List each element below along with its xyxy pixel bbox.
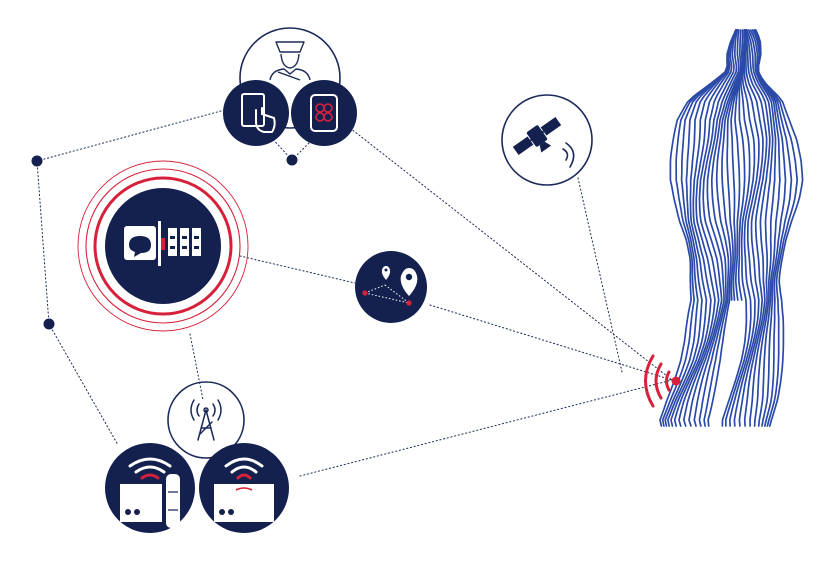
person-hatch-line <box>678 29 737 427</box>
person-hatch-line <box>753 29 793 427</box>
person-hatch-line <box>751 29 787 427</box>
person-silhouette-icon <box>659 29 804 427</box>
person-hatch-line <box>728 29 760 427</box>
person-hatch-line <box>743 29 771 427</box>
satellite-icon <box>512 116 562 156</box>
person-hatch-line <box>688 29 737 427</box>
person-hatch-line <box>745 29 774 427</box>
person-hatch-line <box>749 29 781 427</box>
keypad-node <box>291 80 357 146</box>
wireless-receiver-icon <box>214 457 274 522</box>
satellite-node <box>501 94 593 186</box>
signal-waves-icon <box>562 142 575 168</box>
receiver-node <box>199 443 289 533</box>
tablet-node <box>223 80 289 146</box>
person-hatch-line <box>670 29 738 427</box>
tablet-touch-icon <box>241 93 276 133</box>
person-hatch-line <box>754 29 804 427</box>
junction-dot <box>286 154 298 166</box>
person-hatch-line <box>682 29 737 427</box>
officer-node <box>239 27 341 129</box>
person-hatch-line <box>698 29 740 427</box>
control-server-icon <box>124 221 201 266</box>
connector-lines <box>36 107 673 477</box>
person-hatch-line <box>724 29 756 427</box>
red-signal-icon <box>644 354 681 408</box>
person-hatch-line <box>754 29 799 427</box>
person-hatch-line <box>661 29 739 427</box>
receiver-handset-node <box>105 443 195 533</box>
radio-antenna-icon <box>190 399 222 441</box>
map-node <box>355 251 427 323</box>
junction-dot <box>31 155 43 167</box>
person-hatch-line <box>738 29 768 427</box>
police-officer-icon <box>269 41 311 81</box>
wireless-receiver-handset-icon <box>120 457 180 528</box>
antenna-node <box>167 381 245 459</box>
person-hatch-line <box>721 29 751 427</box>
person-hatch-line <box>703 29 742 427</box>
person-hatch-line <box>664 29 739 427</box>
server-node <box>77 160 249 332</box>
person-hatch-line <box>667 29 739 427</box>
map-location-icon <box>362 266 418 306</box>
person-hatch-line <box>693 29 739 427</box>
person-hatch-line <box>673 29 738 427</box>
person-hatch-line <box>659 29 738 427</box>
person-hatch-line <box>733 29 764 427</box>
junction-dot <box>43 318 55 330</box>
keypad-device-icon <box>310 94 338 132</box>
person-hatch-line <box>707 29 744 427</box>
person-hatch-line <box>747 29 777 427</box>
